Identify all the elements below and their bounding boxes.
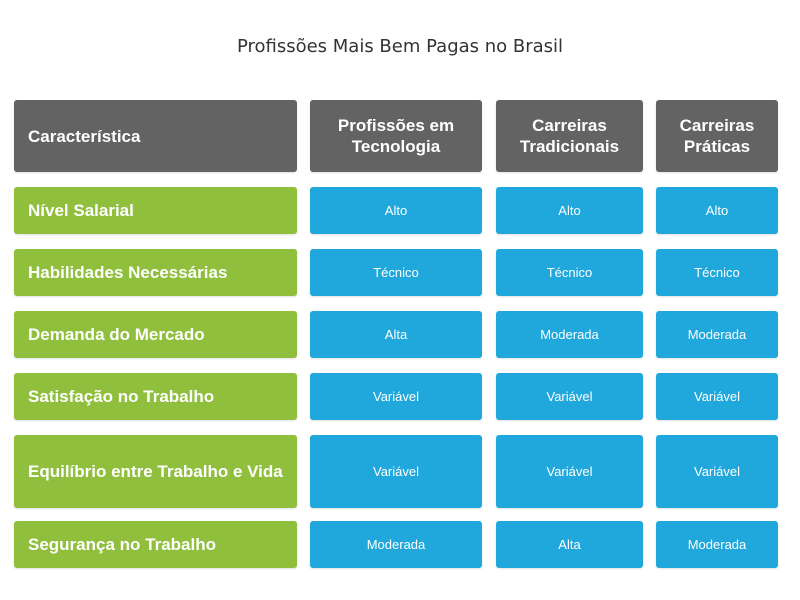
table-cell: Moderada	[656, 521, 778, 568]
table-cell: Alta	[310, 311, 482, 358]
table-cell: Variável	[496, 373, 643, 420]
row-label-nivel-salarial: Nível Salarial	[14, 187, 297, 234]
table-cell: Variável	[656, 435, 778, 508]
column-header-profissoes-em-tecnologia: Profissões em Tecnologia	[310, 100, 482, 172]
table-cell: Alta	[496, 521, 643, 568]
table-cell: Alto	[656, 187, 778, 234]
table-cell: Moderada	[496, 311, 643, 358]
column-header-carreiras-praticas: Carreiras Práticas	[656, 100, 778, 172]
column-header-carreiras-tradicionais: Carreiras Tradicionais	[496, 100, 643, 172]
table-cell: Moderada	[656, 311, 778, 358]
table-cell: Variável	[310, 435, 482, 508]
table-cell: Variável	[310, 373, 482, 420]
table-cell: Moderada	[310, 521, 482, 568]
chart-title: Profissões Mais Bem Pagas no Brasil	[236, 36, 564, 57]
table-cell: Técnico	[496, 249, 643, 296]
column-header-caracteristica: Característica	[14, 100, 297, 172]
row-label-seguranca-no-trabalho: Segurança no Trabalho	[14, 521, 297, 568]
row-label-satisfacao-no-trabalho: Satisfação no Trabalho	[14, 373, 297, 420]
row-label-habilidades-necessarias: Habilidades Necessárias	[14, 249, 297, 296]
table-cell: Variável	[656, 373, 778, 420]
table-cell: Alto	[310, 187, 482, 234]
table-cell: Técnico	[656, 249, 778, 296]
table-cell: Técnico	[310, 249, 482, 296]
row-label-demanda-do-mercado: Demanda do Mercado	[14, 311, 297, 358]
table-cell: Alto	[496, 187, 643, 234]
row-label-equilibrio-entre-trabalho-e-vida: Equilíbrio entre Trabalho e Vida	[14, 435, 297, 508]
table-cell: Variável	[496, 435, 643, 508]
